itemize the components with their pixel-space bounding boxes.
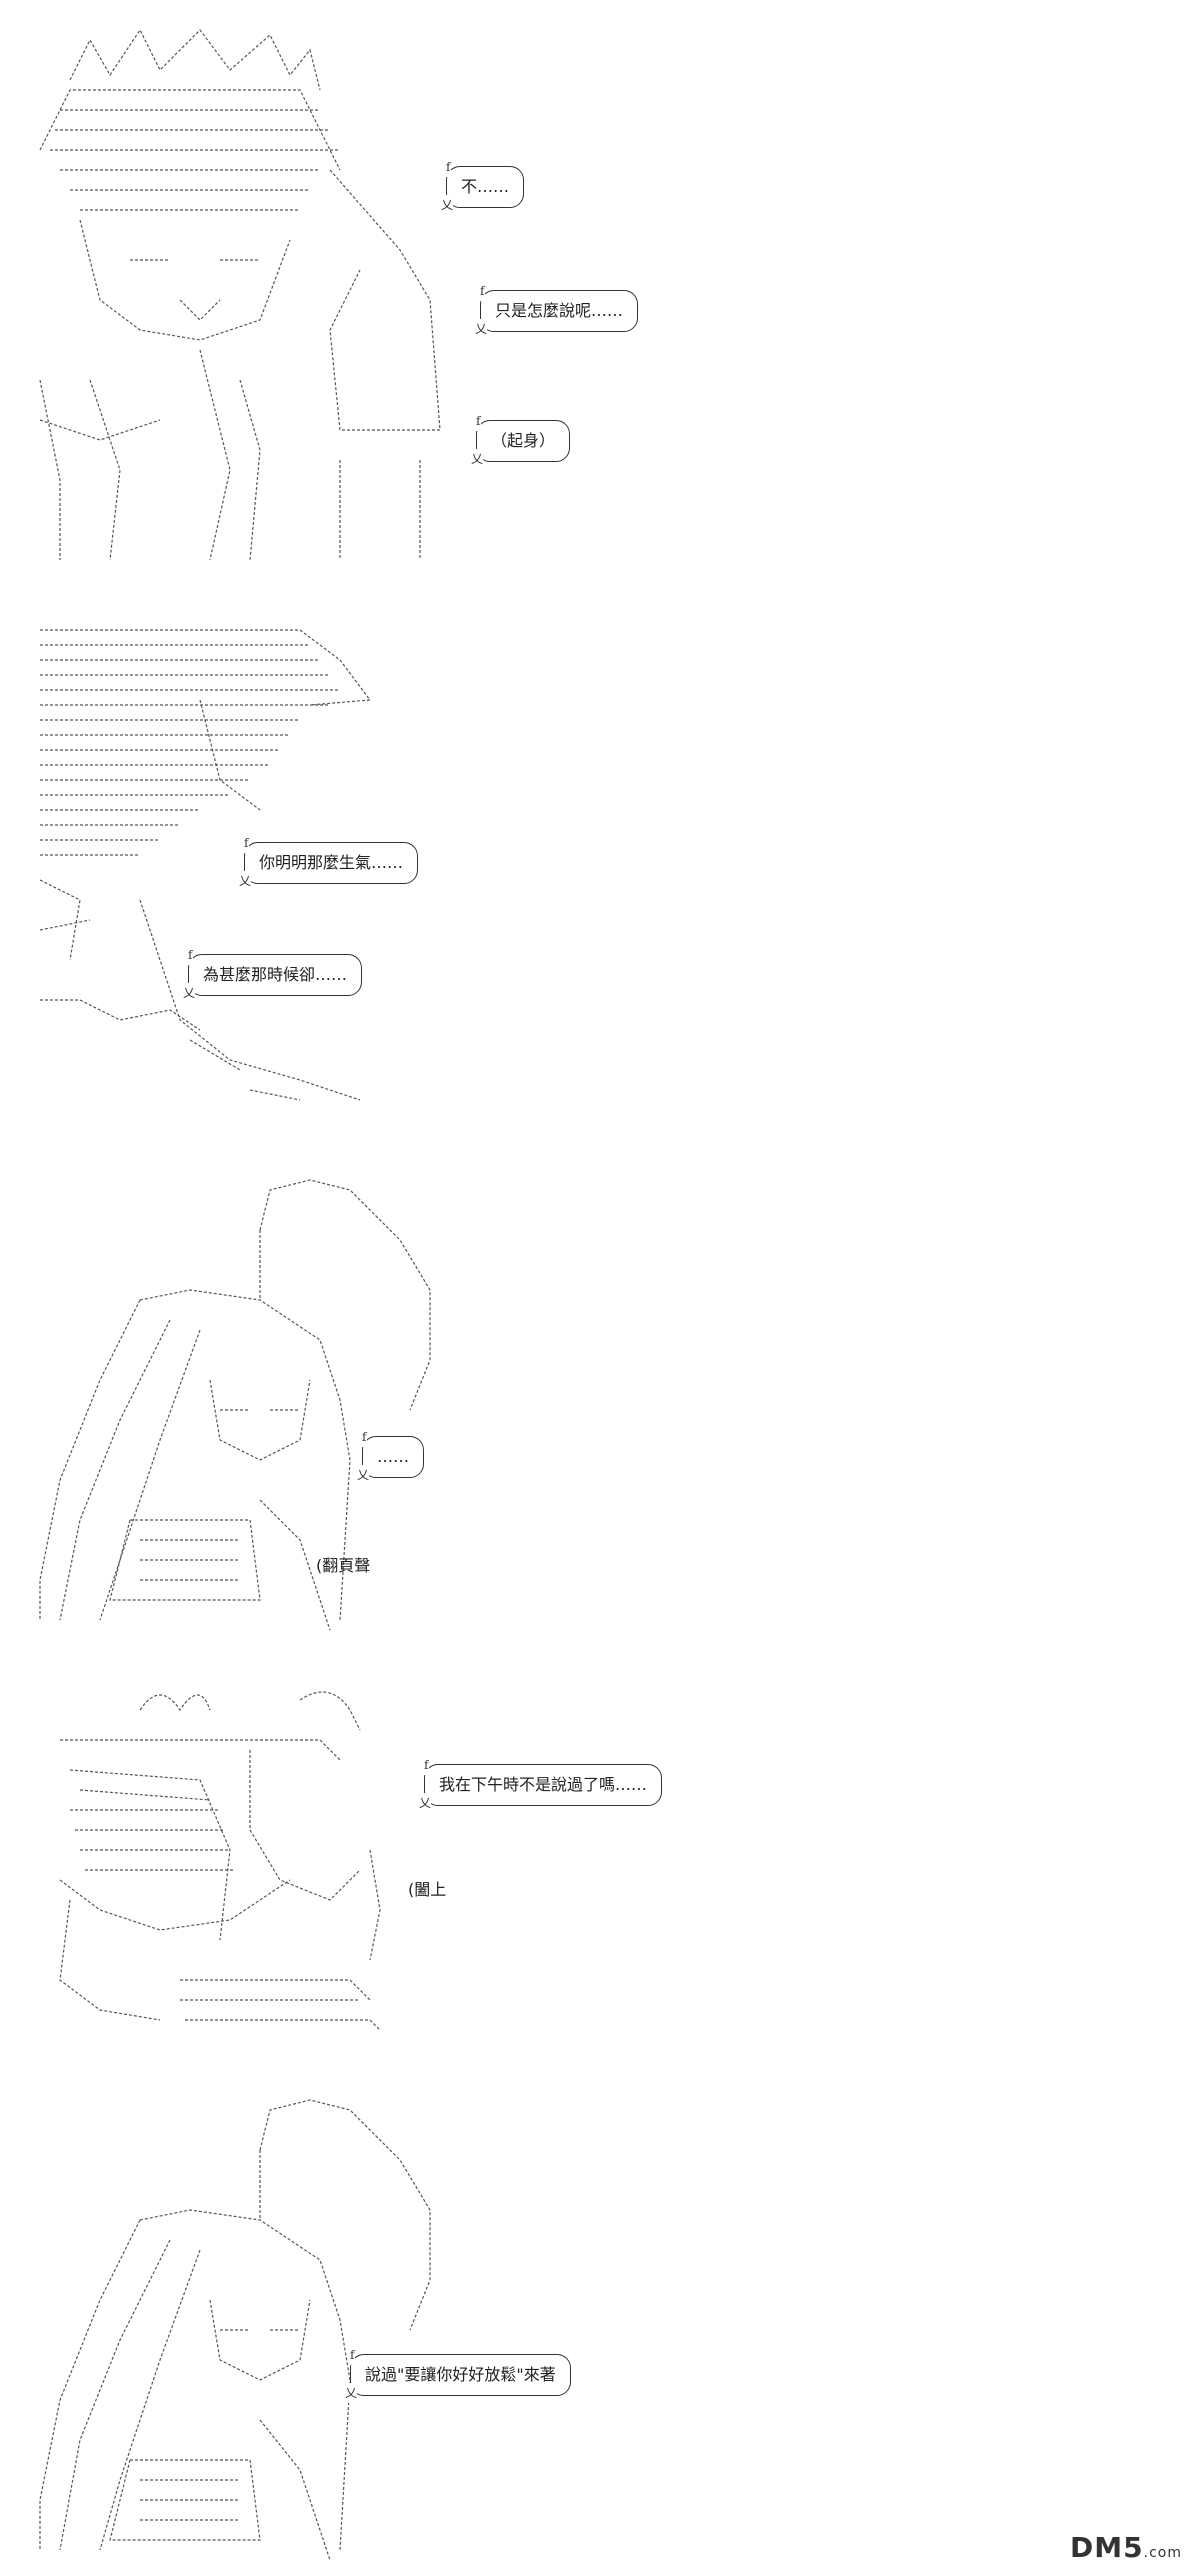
speech-bubble: 說過"要讓你好好放鬆"來著 xyxy=(345,2345,571,2403)
panel-3: …… (翻頁聲 xyxy=(0,1160,1200,1640)
panel-2: 你明明那麼生氣…… 為甚麼那時候卻…… xyxy=(0,600,1200,1120)
watermark-suffix: .com xyxy=(1143,2545,1182,2561)
speech-bubble: 為甚麼那時候卻…… xyxy=(182,945,363,1003)
panel-4: 我在下午時不是說過了嗎…… (闔上 xyxy=(0,1680,1200,2040)
sound-effect: (闔上 xyxy=(408,1880,447,1899)
sound-effect: (翻頁聲 xyxy=(316,1556,371,1575)
ascii-art-hair-closeup xyxy=(39,629,372,1101)
ascii-art-girl-closeup xyxy=(39,2099,431,2561)
site-watermark-logo: DM5.com xyxy=(1070,2531,1182,2564)
speech-bubble: 你明明那麼生氣…… xyxy=(238,833,419,891)
panel-5: 說過"要讓你好好放鬆"來著 xyxy=(0,2080,1200,2570)
ascii-art-figure-standing xyxy=(39,28,441,561)
ascii-art-book-closing xyxy=(59,1691,381,2031)
watermark-main: DM5 xyxy=(1070,2531,1144,2564)
speech-bubble: 我在下午時不是說過了嗎…… xyxy=(418,1755,663,1813)
speech-bubble: 只是怎麼說呢…… xyxy=(474,281,639,339)
speech-bubble: 不…… xyxy=(440,157,525,215)
panel-1: 不…… 只是怎麼說呢…… （起身） xyxy=(0,0,1200,580)
speech-bubble: （起身） xyxy=(470,411,571,469)
speech-bubble: …… xyxy=(357,1427,424,1485)
ascii-art-girl-reading xyxy=(39,1179,431,1631)
